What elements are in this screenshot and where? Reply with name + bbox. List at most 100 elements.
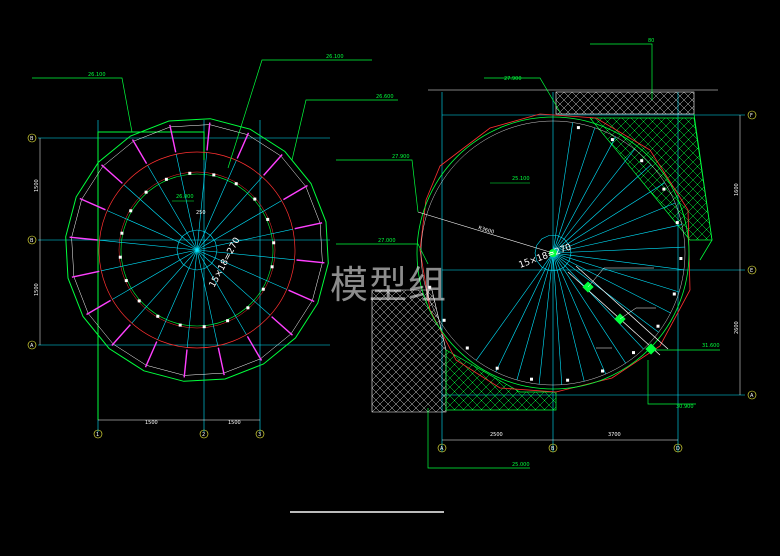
- left-dim-left-2: 1500: [34, 283, 40, 296]
- right-post-dot: [632, 351, 635, 355]
- right-tread-line: [552, 122, 573, 254]
- right-post-dot: [662, 187, 666, 191]
- right-top-wall-hatch: [555, 91, 695, 115]
- left-leader-3: [291, 99, 398, 161]
- right-leader-elev-1: [484, 77, 561, 113]
- right-dim-bottom-1: 2500: [490, 432, 503, 438]
- right-leader-elev-r2: [647, 360, 696, 405]
- right-outer-wall-right: [693, 113, 713, 261]
- right-post-dot: [679, 257, 683, 260]
- right-elev-r1: 31.600: [702, 343, 720, 349]
- left-tread-line: [157, 249, 198, 340]
- right-post-dot: [640, 159, 644, 163]
- right-post-dot: [672, 292, 676, 296]
- svg-text:E: E: [750, 268, 753, 274]
- left-tread-line: [196, 249, 295, 261]
- svg-text:A: A: [440, 446, 444, 452]
- right-white-circle: [420, 120, 686, 386]
- right-post-dot: [656, 324, 660, 328]
- left-dim-bottom-1: 1500: [145, 420, 158, 426]
- svg-text:A: A: [30, 343, 34, 349]
- left-baluster: [283, 184, 308, 201]
- right-tread-line: [552, 252, 606, 375]
- left-post-dot: [272, 241, 276, 245]
- left-post-dot: [246, 306, 250, 310]
- svg-text:B: B: [30, 238, 34, 244]
- right-stair-plan: R3600 80 27.900 27.900 27.000 25.100 15×…: [336, 38, 757, 469]
- svg-text:3: 3: [258, 432, 261, 438]
- right-leader-node-1: [587, 267, 654, 288]
- left-tread-line: [196, 152, 208, 251]
- right-tread-line: [552, 224, 682, 254]
- right-radius-dim: R3600: [477, 225, 494, 235]
- left-tread-line: [186, 249, 198, 348]
- right-leader-top: [590, 43, 653, 100]
- right-tread-line: [538, 252, 554, 385]
- left-post-dot: [253, 197, 257, 201]
- right-handrail-2: [575, 265, 669, 350]
- left-tread-line: [196, 249, 247, 335]
- right-elev-left-b: 27.000: [378, 238, 396, 244]
- left-post-dot: [124, 279, 128, 283]
- right-tread-line: [552, 202, 676, 254]
- left-baluster: [86, 299, 111, 316]
- right-dim-right-1: 1600: [734, 183, 740, 196]
- right-tread-line: [552, 252, 585, 382]
- right-elev-top-b: 80: [648, 38, 654, 44]
- right-post-dot: [530, 377, 533, 381]
- right-elev-r2: 30.900: [676, 404, 694, 410]
- right-dim-right-2: 2600: [734, 321, 740, 334]
- left-inner-red-circle: [118, 171, 276, 329]
- right-tread-line: [552, 252, 626, 364]
- left-baluster: [271, 316, 293, 336]
- left-red-circle: [98, 151, 296, 349]
- left-tread-line: [196, 249, 287, 290]
- left-baluster: [246, 336, 263, 361]
- left-axis-bubble-col-1: 1: [93, 429, 103, 439]
- left-dim-left-1: 1500: [34, 179, 40, 192]
- left-tread-line: [196, 200, 282, 251]
- svg-text:B: B: [551, 446, 555, 452]
- left-leader-2: [227, 59, 372, 169]
- left-baluster: [71, 270, 100, 278]
- svg-text:B: B: [30, 136, 34, 142]
- right-elev-top-a: 27.900: [504, 76, 522, 82]
- right-tread-line: [552, 246, 685, 254]
- right-core: [534, 235, 572, 271]
- left-baluster: [111, 324, 131, 346]
- left-dim-bottom-2: 1500: [228, 420, 241, 426]
- left-tread-line: [196, 249, 271, 316]
- left-leader-1: [32, 77, 133, 133]
- left-tread-line: [175, 154, 198, 251]
- left-post-dot: [212, 173, 216, 177]
- left-post-dot: [164, 177, 168, 181]
- right-tread-line: [552, 252, 644, 350]
- left-post-dot: [188, 171, 192, 175]
- left-post-dot: [261, 287, 265, 291]
- right-tread-line: [552, 252, 671, 314]
- left-wall-outline: [97, 131, 205, 420]
- right-radius-line: [417, 211, 554, 254]
- right-axis-bubble-row-3: A: [747, 390, 757, 400]
- right-stair-treads: [475, 122, 685, 385]
- right-tread-line: [552, 149, 635, 254]
- right-axis-bubble-col-1: A: [437, 443, 447, 453]
- right-post-dot: [601, 369, 604, 373]
- left-post-dot: [178, 323, 182, 327]
- svg-text:1: 1: [96, 432, 99, 438]
- left-baluster: [296, 259, 325, 264]
- right-post-dot: [610, 138, 614, 142]
- left-axis-bubble-col-3: 3: [255, 429, 265, 439]
- left-post-dot: [266, 217, 270, 221]
- right-node-3: [645, 343, 657, 355]
- left-center-dim: 250: [196, 210, 206, 216]
- right-elev-left-a: 27.900: [392, 154, 410, 160]
- left-post-dot: [118, 255, 122, 259]
- left-tread-line: [196, 160, 237, 251]
- watermark-text: 模型组: [330, 263, 448, 307]
- left-axis-bubble-row-1: B: [27, 133, 37, 143]
- left-post-dot: [120, 231, 124, 235]
- left-baluster: [183, 349, 188, 378]
